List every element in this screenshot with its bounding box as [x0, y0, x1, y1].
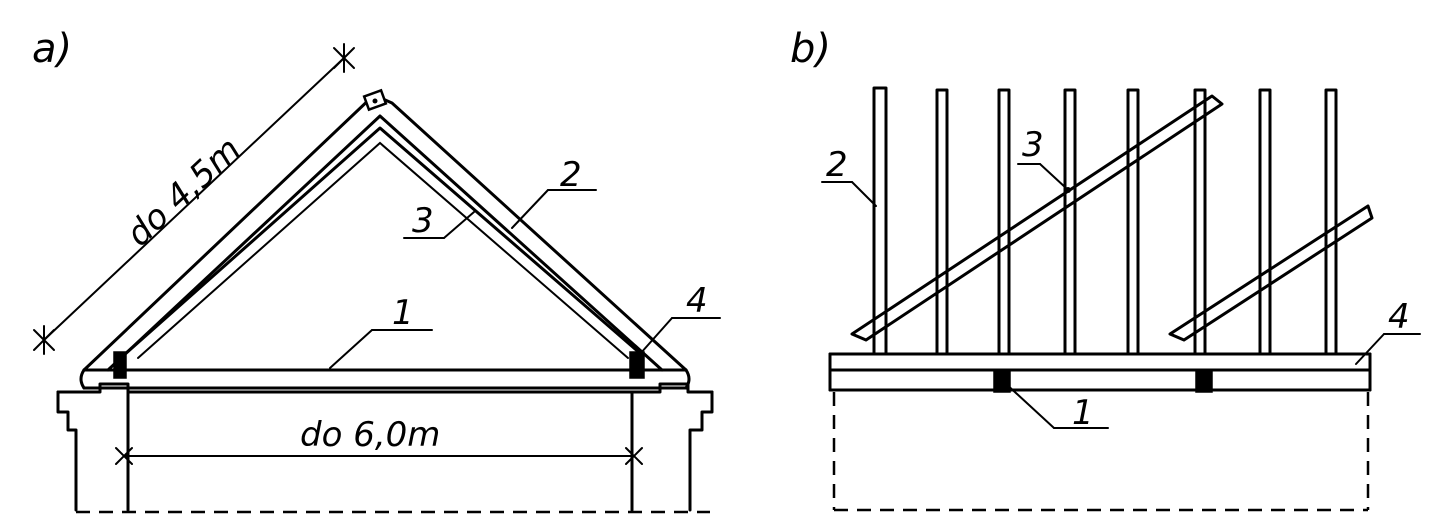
callout-b-2: 2: [826, 145, 848, 185]
panel-a-label: a): [32, 26, 72, 72]
struts: [122, 126, 644, 359]
span-tick-left: [115, 447, 133, 465]
slope-dimension-label: do 4,5m: [119, 130, 249, 255]
callout-b-3: 3: [1022, 125, 1044, 165]
callout-a-2: 2: [560, 155, 582, 195]
diagonal-braces: [850, 94, 1374, 342]
panel-a: a): [32, 26, 721, 514]
rafters: [82, 88, 688, 372]
dimension-tick-top: [333, 43, 355, 73]
dimension-tick-bottom: [33, 325, 55, 355]
callout-b-4: 4: [1388, 297, 1410, 337]
callout-b-1: 1: [1072, 393, 1094, 433]
plates: [828, 352, 1372, 393]
wall-plates: [113, 351, 645, 379]
wall-below: [832, 392, 1370, 512]
panel-b: b): [790, 26, 1421, 512]
panel-b-label: b): [790, 26, 831, 72]
span-dimension: do 6,0m: [115, 415, 643, 465]
callout-a-3: 3: [412, 201, 434, 241]
span-dimension-label: do 6,0m: [300, 415, 440, 455]
vertical-rafters: [872, 86, 1338, 356]
callouts-a: 1 2 3 4: [329, 155, 721, 369]
span-tick-right: [625, 447, 643, 465]
callouts-b: 2 3 4 1: [821, 125, 1421, 433]
callout-a-1: 1: [392, 293, 414, 333]
tie-beam: [79, 368, 691, 390]
callout-a-4: 4: [686, 281, 708, 321]
